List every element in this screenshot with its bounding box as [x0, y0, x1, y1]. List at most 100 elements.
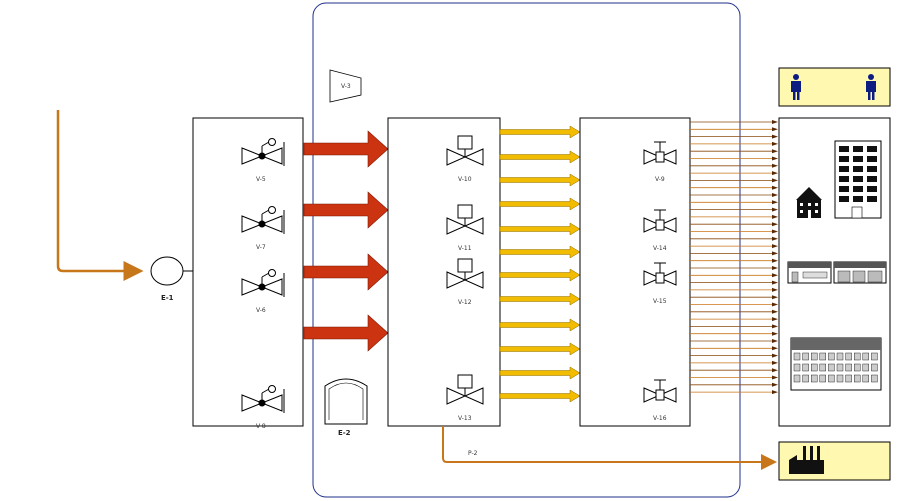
valve-v13[interactable]	[446, 374, 484, 405]
valve-v15[interactable]	[643, 262, 677, 286]
window	[839, 196, 849, 202]
yellow-arrow	[499, 389, 581, 403]
window	[854, 374, 861, 383]
distribution-arrowhead	[772, 127, 778, 132]
distribution-arrowhead	[772, 382, 778, 387]
v10-label: V-10	[458, 176, 472, 183]
flow-arrow-red-2	[303, 191, 389, 229]
distribution-arrowhead	[772, 178, 778, 183]
yellow-arrow	[499, 173, 581, 187]
distribution-arrowhead	[772, 331, 778, 336]
window	[819, 352, 826, 361]
valve-v11[interactable]	[446, 204, 484, 235]
distribution-arrowhead	[772, 280, 778, 285]
distribution-arrowhead	[772, 273, 778, 278]
valve-v8[interactable]	[241, 385, 285, 414]
inlet-pipe	[56, 110, 144, 281]
window	[871, 374, 878, 383]
distribution-arrowhead	[772, 156, 778, 161]
valve-v6[interactable]	[241, 269, 285, 298]
distribution-arrowhead	[772, 302, 778, 307]
distribution-arrowhead	[772, 339, 778, 343]
distribution-arrowhead	[772, 368, 778, 373]
window	[862, 374, 869, 383]
window	[836, 352, 844, 361]
p2-pipe	[442, 426, 777, 470]
yellow-arrow	[499, 222, 581, 236]
factory-icon	[789, 441, 824, 474]
v15-label: V-15	[653, 298, 667, 305]
distribution-arrowhead	[772, 346, 778, 351]
window	[845, 374, 852, 383]
distribution-arrowhead	[772, 141, 778, 146]
valve-block-2	[387, 117, 501, 427]
valve-v5[interactable]	[241, 138, 285, 167]
valve-v16[interactable]	[643, 379, 677, 403]
window	[839, 166, 849, 172]
window	[845, 352, 852, 361]
yellow-arrow	[499, 150, 581, 164]
distribution-arrowhead	[772, 134, 778, 139]
e1-tank	[150, 256, 184, 286]
yellow-flow-arrows	[499, 125, 581, 403]
yellow-arrow	[499, 245, 581, 259]
window	[836, 374, 844, 383]
window	[854, 352, 861, 361]
window	[819, 374, 826, 383]
distribution-arrowhead	[772, 287, 778, 292]
valve-block-3	[579, 117, 691, 427]
window	[828, 374, 835, 383]
window	[802, 374, 809, 383]
flow-arrow-red-4	[303, 314, 389, 352]
valve-v10[interactable]	[446, 135, 484, 166]
p2-label: P-2	[468, 450, 478, 457]
window	[867, 176, 877, 182]
distribution-arrowhead	[772, 295, 778, 300]
valve-v7[interactable]	[241, 206, 285, 235]
v8-label: V-8	[256, 423, 266, 430]
window	[828, 352, 835, 361]
window	[867, 186, 877, 192]
yellow-arrow	[499, 366, 581, 380]
distribution-arrowhead	[772, 360, 778, 365]
window	[867, 196, 877, 202]
valve-v9[interactable]	[643, 141, 677, 165]
v6-label: V-6	[256, 307, 266, 314]
window	[854, 363, 861, 372]
yellow-arrow	[499, 197, 581, 211]
window	[811, 363, 818, 372]
v7-label: V-7	[256, 244, 266, 251]
distribution-arrowhead	[772, 171, 778, 176]
window	[853, 186, 863, 192]
distribution-arrowhead	[772, 185, 778, 190]
yellow-arrow	[499, 318, 581, 332]
distribution-arrowhead	[772, 258, 778, 263]
distribution-arrowhead	[772, 353, 778, 358]
distribution-lines	[690, 120, 778, 395]
distribution-arrowhead	[772, 309, 778, 314]
distribution-arrowhead	[772, 163, 778, 168]
distribution-arrowhead	[772, 120, 778, 124]
v16-label: V-16	[653, 415, 667, 422]
yellow-arrow	[499, 292, 581, 306]
valve-v12[interactable]	[446, 258, 484, 289]
window	[793, 374, 801, 383]
v14-label: V-14	[653, 245, 667, 252]
window	[871, 352, 878, 361]
distribution-arrowhead	[772, 193, 778, 197]
window	[871, 363, 878, 372]
distribution-arrowhead	[772, 222, 778, 227]
distribution-arrowhead	[772, 207, 778, 212]
distribution-arrowhead	[772, 266, 778, 270]
window	[862, 363, 869, 372]
valve-v14[interactable]	[643, 209, 677, 233]
house-icon	[796, 187, 822, 218]
window	[802, 352, 809, 361]
v11-label: V-11	[458, 245, 472, 252]
window	[853, 176, 863, 182]
v3-symbol	[329, 69, 362, 103]
window	[839, 176, 849, 182]
e2-tank	[324, 378, 368, 425]
distribution-arrowhead	[772, 200, 778, 205]
window	[819, 363, 826, 372]
